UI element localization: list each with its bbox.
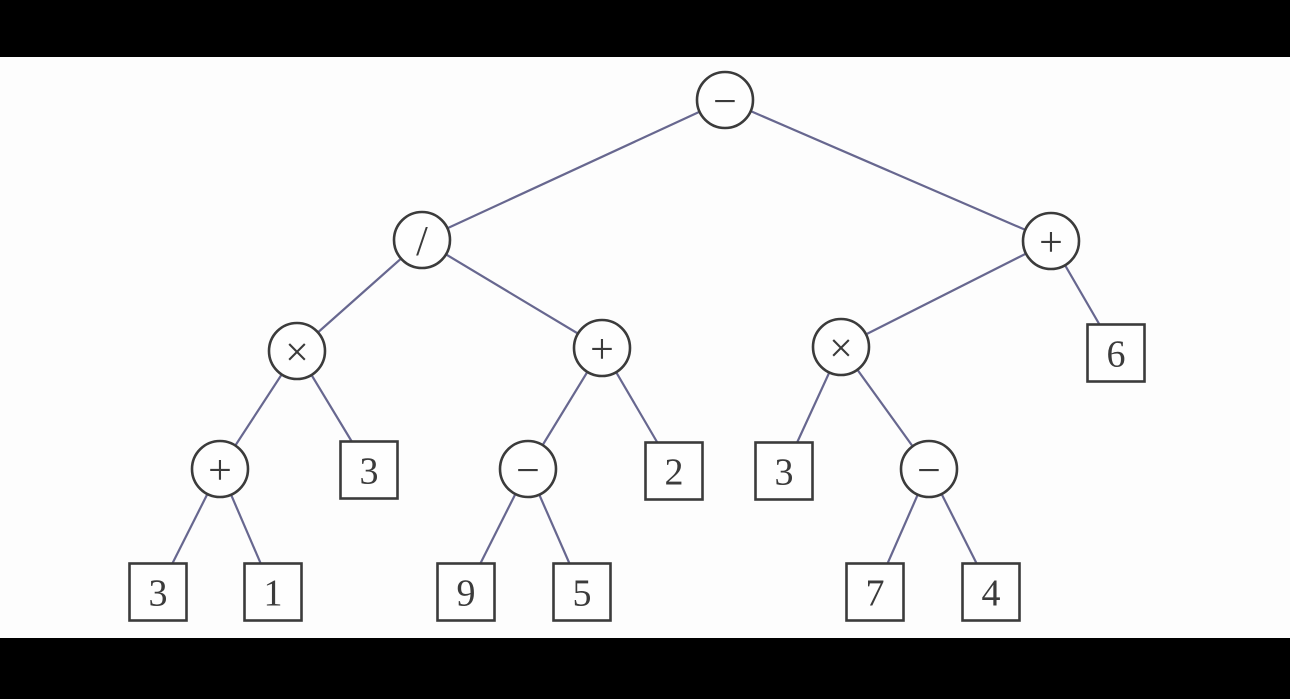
node-label: − (713, 79, 737, 125)
tree-edge-minus-root-plus-right (724, 98, 1052, 243)
letterbox-top-bar (0, 0, 1290, 57)
node-label: 3 (360, 451, 379, 493)
node-label: 6 (1107, 334, 1126, 376)
node-label: − (516, 448, 540, 494)
operator-node-shape (695, 70, 755, 130)
node-label: 3 (775, 452, 794, 494)
letterbox-bottom-bar (0, 638, 1290, 699)
operand-node-shape (128, 562, 188, 622)
tree-node-plus-right: + (1021, 211, 1081, 271)
tree-node-div: / (392, 210, 452, 270)
tree-node-leaf-5: 5 (552, 562, 612, 622)
diagram-stage (0, 57, 1290, 638)
operand-node-shape (552, 562, 612, 622)
node-label: × (285, 330, 309, 376)
node-label: 1 (264, 573, 283, 615)
tree-node-leaf-4: 4 (961, 562, 1021, 622)
operand-node-shape (436, 562, 496, 622)
node-label: 2 (665, 452, 684, 494)
operand-node-shape (845, 562, 905, 622)
tree-node-times-left: × (267, 321, 327, 381)
node-label: 4 (982, 573, 1001, 615)
operand-node-shape (644, 441, 704, 501)
tree-node-leaf-9: 9 (436, 562, 496, 622)
tree-edge-div-plus-mid (421, 239, 603, 349)
tree-node-plus-left: + (190, 439, 250, 499)
node-label: − (917, 448, 941, 494)
node-label: 3 (149, 573, 168, 615)
operand-node-shape (754, 441, 814, 501)
node-label: + (1039, 220, 1063, 266)
operator-node-shape (392, 210, 452, 270)
tree-node-minus-right: − (899, 439, 959, 499)
tree-node-times-right: × (811, 317, 871, 377)
operator-node-shape (811, 317, 871, 377)
operand-node-shape (243, 562, 303, 622)
node-label: + (208, 448, 232, 494)
tree-node-leaf-3b: 3 (128, 562, 188, 622)
operator-node-shape (267, 321, 327, 381)
operator-node-shape (572, 318, 632, 378)
operand-node-shape (1086, 323, 1146, 383)
node-label: + (590, 327, 614, 373)
tree-node-plus-mid: + (572, 318, 632, 378)
node-label: 7 (866, 573, 885, 615)
node-label: × (829, 326, 853, 372)
operator-node-shape (190, 439, 250, 499)
tree-node-minus-root: − (695, 70, 755, 130)
operator-node-shape (899, 439, 959, 499)
tree-node-leaf-3c: 3 (754, 441, 814, 501)
operator-node-shape (498, 439, 558, 499)
tree-node-leaf-7: 7 (845, 562, 905, 622)
tree-edge-plus-right-times-right (840, 240, 1052, 348)
tree-node-leaf-6: 6 (1086, 323, 1146, 383)
operand-node-shape (961, 562, 1021, 622)
tree-node-leaf-2: 2 (644, 441, 704, 501)
operand-node-shape (339, 440, 399, 500)
node-label: / (416, 219, 428, 265)
operator-node-shape (1021, 211, 1081, 271)
tree-node-leaf-3a: 3 (339, 440, 399, 500)
tree-node-minus-mid: − (498, 439, 558, 499)
tree-edge-minus-root-div (421, 99, 726, 241)
node-label: 9 (457, 573, 476, 615)
node-label: 5 (573, 573, 592, 615)
tree-node-leaf-1: 1 (243, 562, 303, 622)
